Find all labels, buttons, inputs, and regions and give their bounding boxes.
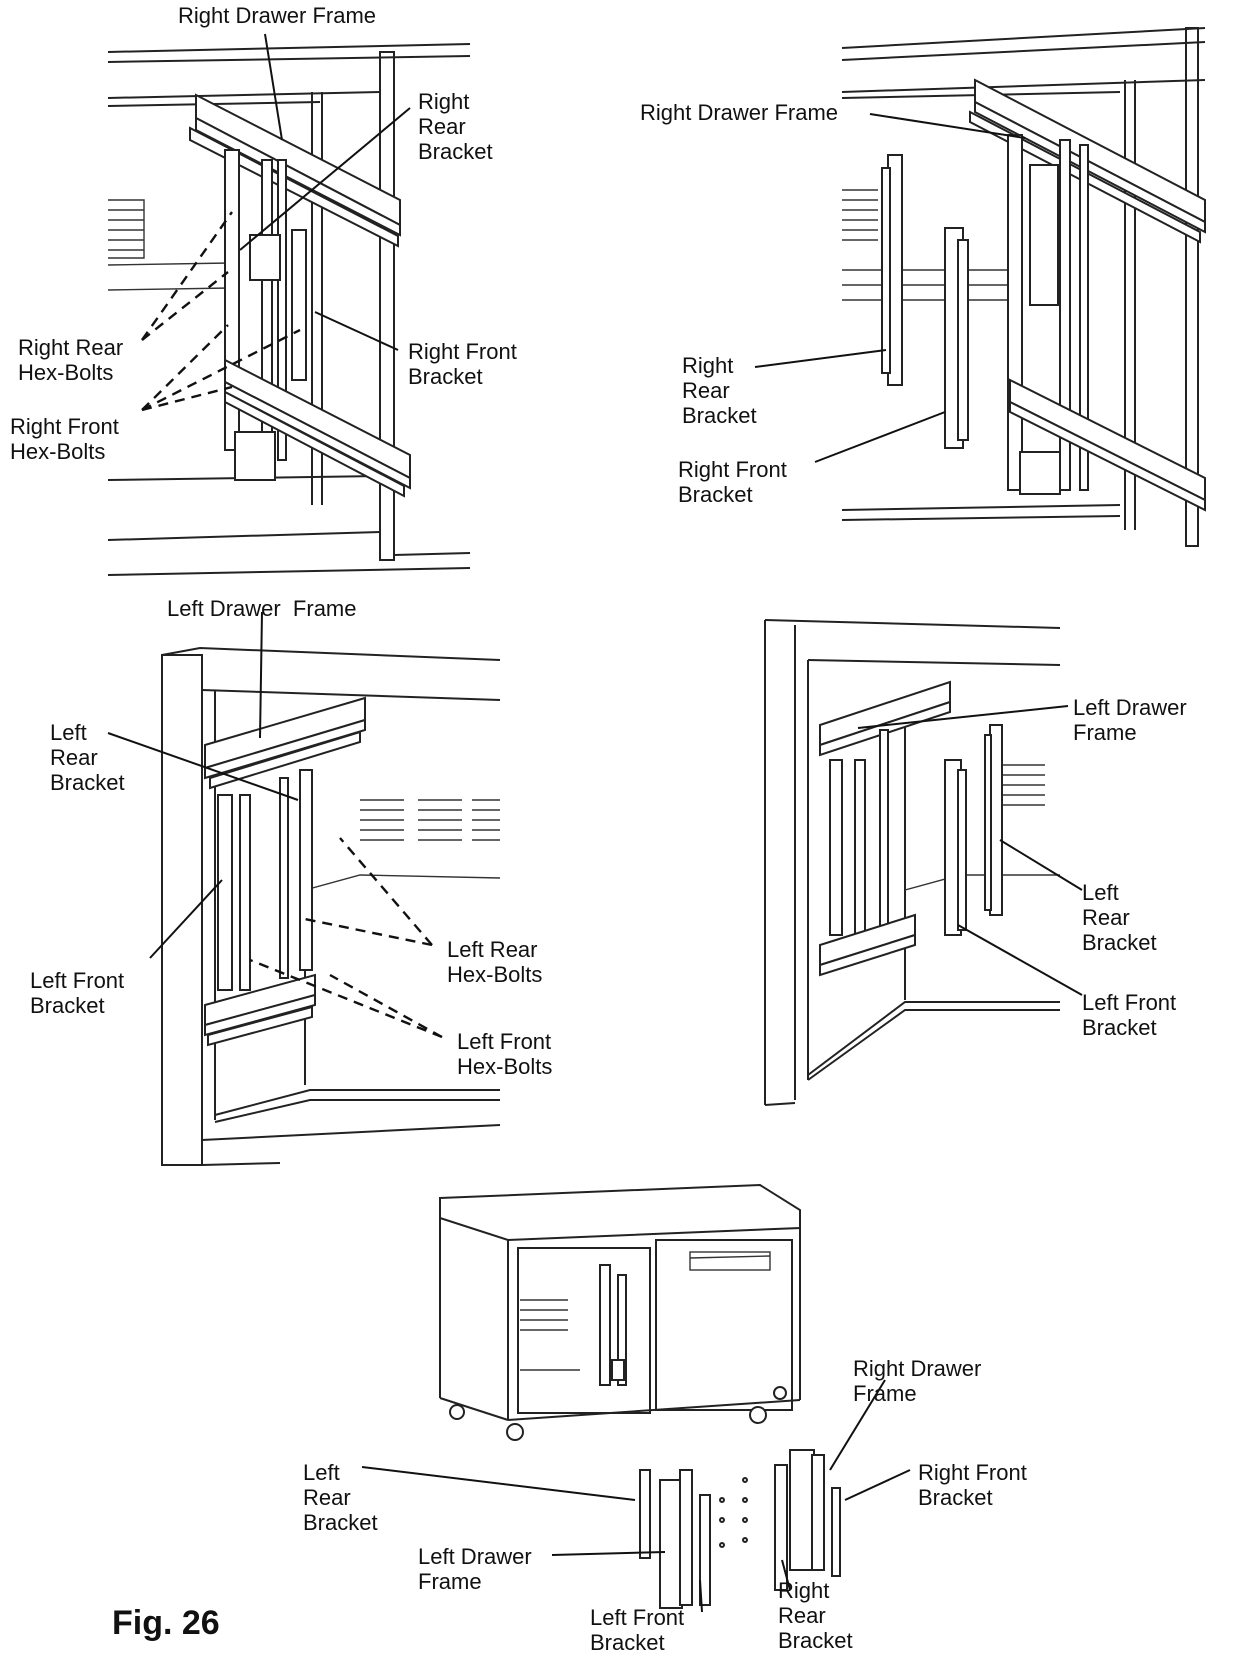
panel-bottom-drawing bbox=[439, 1183, 841, 1609]
panel-top-left-drawing bbox=[107, 43, 471, 576]
label-right-front-bracket-tl: Right Front Bracket bbox=[408, 339, 517, 389]
label-right-rear-bracket-tr: Right Rear Bracket bbox=[682, 353, 757, 428]
label-right-front-hex-bolts: Right Front Hex-Bolts bbox=[10, 414, 119, 464]
label-left-front-bracket-mr: Left Front Bracket bbox=[1082, 990, 1177, 1040]
label-right-rear-bracket-b: Right Rear Bracket bbox=[778, 1578, 853, 1653]
label-left-rear-hex-bolts: Left Rear Hex-Bolts bbox=[447, 937, 543, 987]
label-left-front-bracket-ml: Left Front Bracket bbox=[30, 968, 125, 1018]
label-left-front-bracket-b: Left Front Bracket bbox=[590, 1605, 685, 1655]
label-right-front-bracket-b: Right Front Bracket bbox=[918, 1460, 1027, 1510]
figure-caption: Fig. 26 bbox=[112, 1604, 220, 1642]
label-right-rear-hex-bolts: Right Rear Hex-Bolts bbox=[18, 335, 124, 385]
label-left-rear-bracket-ml: Left Rear Bracket bbox=[50, 720, 125, 795]
label-right-rear-bracket-tl: Right Rear Bracket bbox=[418, 89, 493, 164]
label-right-front-bracket-tr: Right Front Bracket bbox=[678, 457, 787, 507]
panel-middle-right-drawing bbox=[764, 619, 1061, 1106]
label-right-drawer-frame-b: Right Drawer Frame bbox=[853, 1356, 982, 1406]
label-left-rear-bracket-mr: Left Rear Bracket bbox=[1082, 880, 1157, 955]
label-left-drawer-frame-ml: Left Drawer Frame bbox=[167, 596, 357, 621]
label-left-front-hex-bolts: Left Front Hex-Bolts bbox=[457, 1029, 553, 1079]
label-left-drawer-frame-b: Left Drawer Frame bbox=[418, 1544, 532, 1594]
leader-lines bbox=[107, 33, 1083, 1613]
panel-middle-left-drawing bbox=[161, 646, 501, 1166]
label-left-drawer-frame-mr: Left Drawer Frame bbox=[1073, 695, 1187, 745]
label-left-rear-bracket-b: Left Rear Bracket bbox=[303, 1460, 378, 1535]
label-right-drawer-frame-tr: Right Drawer Frame bbox=[640, 100, 839, 125]
panel-top-right-drawing bbox=[841, 27, 1206, 547]
label-right-drawer-frame-tl: Right Drawer Frame bbox=[178, 3, 377, 28]
